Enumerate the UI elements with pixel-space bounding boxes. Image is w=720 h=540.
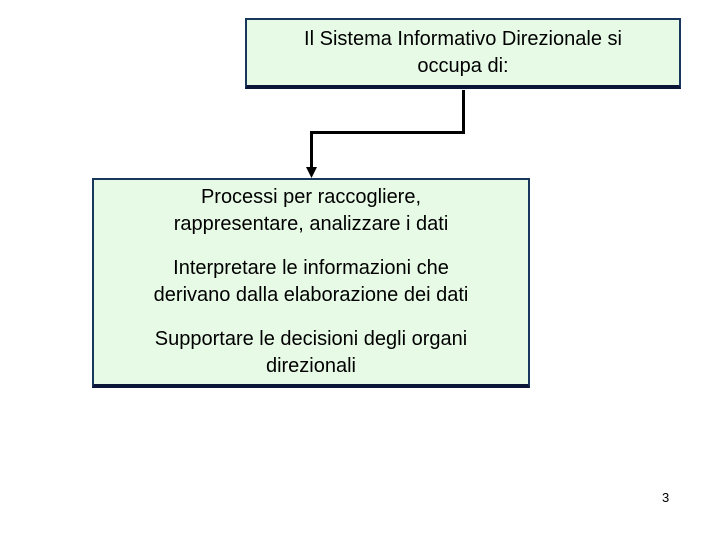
content-item-supportare: Supportare le decisioni degli organi dir… xyxy=(154,328,468,377)
slide-title: Il Sistema Informativo Direzionale si oc… xyxy=(304,27,622,77)
content-box: Processi per raccogliere, rappresentare,… xyxy=(92,178,530,388)
title-box: Il Sistema Informativo Direzionale si oc… xyxy=(245,18,681,89)
connector-line xyxy=(310,90,465,168)
arrowhead-icon xyxy=(306,167,317,178)
content-item-interpretare: Interpretare le informazioni che derivan… xyxy=(153,257,469,306)
content-item-processi: Processi per raccogliere, rappresentare,… xyxy=(173,186,449,235)
page-number: 3 xyxy=(662,490,670,505)
